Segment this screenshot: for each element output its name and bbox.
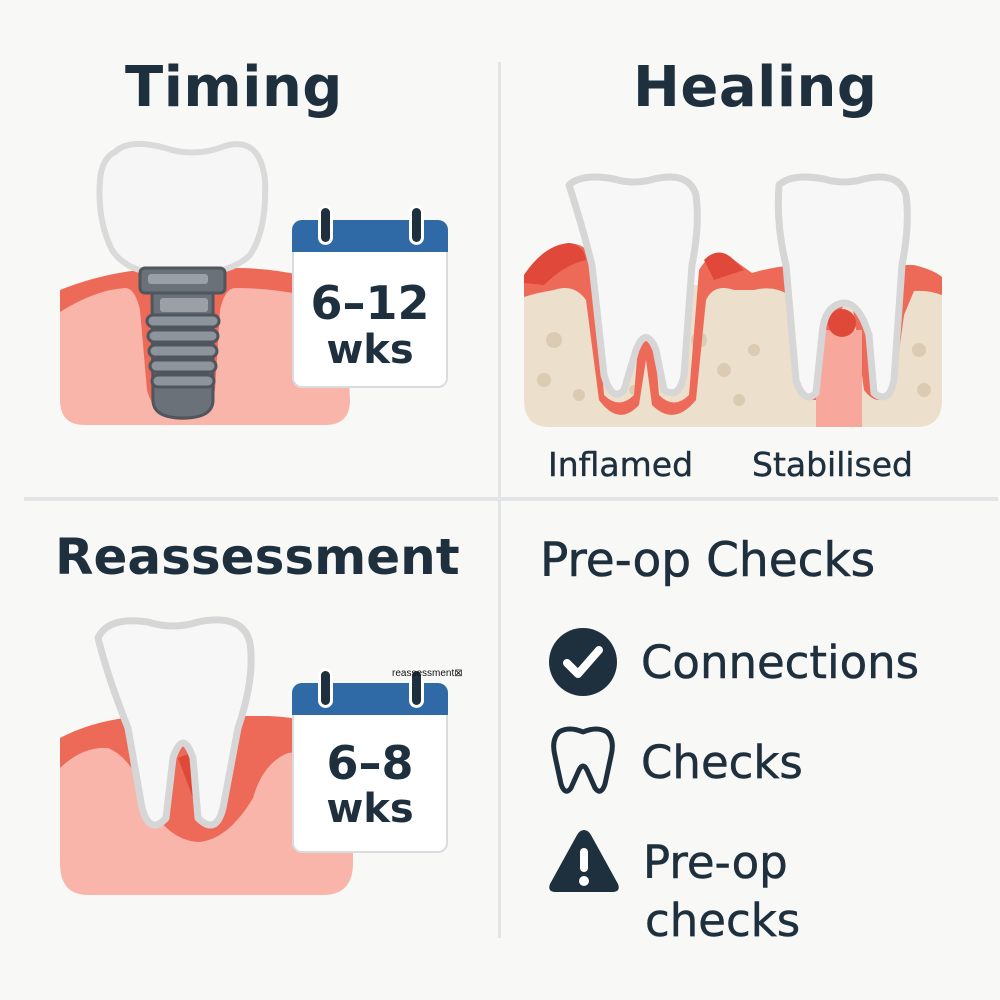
calendar-header xyxy=(292,220,448,252)
calendar-header xyxy=(292,683,448,715)
healing-teeth-illustration xyxy=(524,173,942,427)
checklist-item-label: Checks xyxy=(641,735,803,789)
tooth-outline-icon xyxy=(551,726,615,794)
timing-title: Timing xyxy=(125,55,343,120)
warning-triangle-icon xyxy=(549,830,619,892)
preop-title: Pre-op Checks xyxy=(540,533,876,588)
horizontal-divider xyxy=(24,497,998,501)
checklist-item: Checks xyxy=(549,726,803,798)
reassessment-tooth-illustration xyxy=(60,616,353,895)
timing-weeks-value: 6–12 xyxy=(310,276,430,330)
stabilised-label: Stabilised xyxy=(752,445,914,484)
calendar-ring-icon xyxy=(321,208,330,242)
check-circle-icon xyxy=(549,628,617,696)
inflamed-label: Inflamed xyxy=(548,445,694,484)
calendar-ring-icon xyxy=(321,671,330,705)
implant-illustration xyxy=(60,140,350,425)
checklist-item-label: Connections xyxy=(641,635,920,689)
reassessment-calendar: 6–8 wks xyxy=(292,671,448,853)
checklist-item xyxy=(547,826,621,898)
reassessment-weeks-unit: wks xyxy=(326,786,414,832)
reassessment-title: Reassessment xyxy=(55,528,460,586)
timing-weeks-unit: wks xyxy=(326,327,414,373)
checklist-item: Connections xyxy=(547,626,919,698)
checklist-item-label-line1: Pre-op xyxy=(643,836,788,889)
healing-title: Healing xyxy=(633,55,878,120)
checklist-item-label-line2: checks xyxy=(645,894,801,947)
reassessment-weeks-value: 6–8 xyxy=(326,736,414,790)
calendar-ring-icon xyxy=(412,208,421,242)
reassessment-stray-label: reassessment⊠ xyxy=(392,668,463,679)
calendar-ring-icon xyxy=(412,671,421,705)
timing-calendar: 6–12 wks xyxy=(292,208,448,388)
